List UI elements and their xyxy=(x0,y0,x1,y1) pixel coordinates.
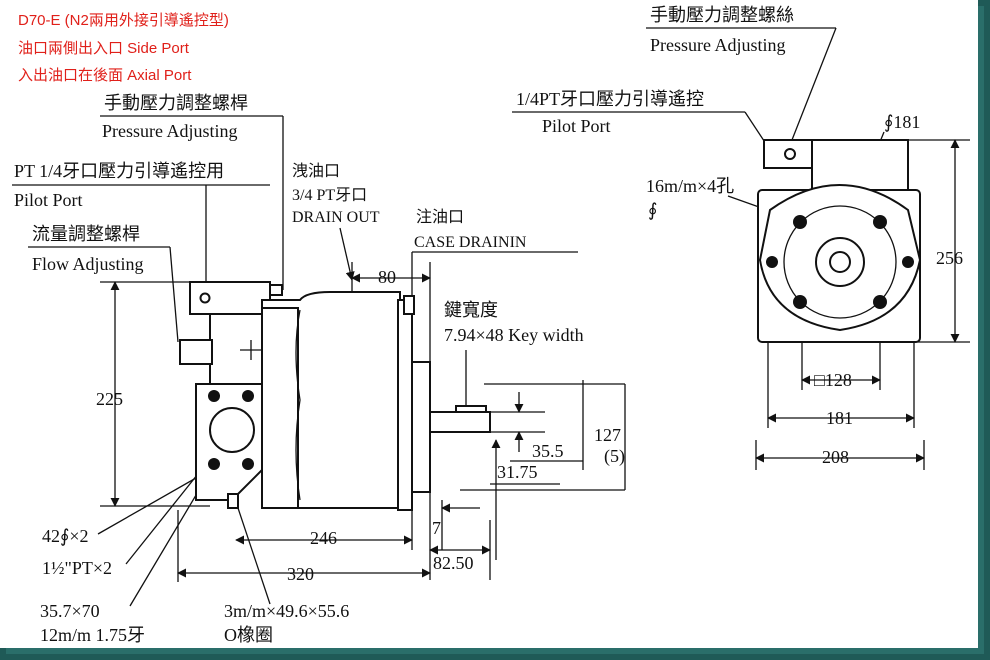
shaft xyxy=(429,411,491,433)
pump-drawing: D70-E (N2兩用外接引導遙控型) 油口兩側出入口 Side Port 入出… xyxy=(12,5,970,645)
bolt-hole-icon xyxy=(208,390,220,402)
drain-en: DRAIN OUT xyxy=(292,209,380,226)
dim-7: 7 xyxy=(432,518,441,538)
leader xyxy=(129,479,206,607)
bolt-hole-icon xyxy=(793,215,807,229)
bolt-hole-icon xyxy=(873,215,887,229)
r-dia-181: ∮181 xyxy=(884,112,920,132)
flow-adj-cn: 流量調整螺桿 xyxy=(32,224,140,244)
pilot-port-icon xyxy=(784,148,796,160)
r-holes: 16m/m×4孔 xyxy=(646,176,734,196)
dim-5: (5) xyxy=(604,446,625,467)
pt-ports-note: 1½"PT×2 xyxy=(42,558,112,578)
dim-82-50: 82.50 xyxy=(433,553,474,573)
dim-31-75: 31.75 xyxy=(497,462,538,482)
drain-plug xyxy=(403,295,415,315)
port-fitting xyxy=(227,493,239,509)
rear-cover xyxy=(261,307,299,509)
r-holes-sym: ∮ xyxy=(648,200,657,220)
dim-256: 256 xyxy=(936,248,963,268)
drain-size: 3/4 PT牙口 xyxy=(292,187,367,204)
dim-246: 246 xyxy=(310,528,337,548)
side-port-note: 油口兩側出入口 Side Port xyxy=(18,40,190,57)
bolt-hole-icon xyxy=(793,295,807,309)
case-drain-cn: 注油口 xyxy=(416,208,464,226)
flow-adj-knob xyxy=(179,339,213,365)
leader xyxy=(97,469,211,535)
dim-128: □128 xyxy=(814,370,852,390)
dim-181: 181 xyxy=(826,408,853,428)
pressure-adj-en: Pressure Adjusting xyxy=(102,121,238,141)
leader xyxy=(169,246,179,343)
flange-circle xyxy=(783,205,897,319)
dim-208: 208 xyxy=(822,447,849,467)
dim-225: 225 xyxy=(96,389,123,409)
pilot-port-en: Pilot Port xyxy=(14,190,83,210)
holes-note: 42∮×2 xyxy=(42,526,89,546)
flange-note: 35.7×70 xyxy=(40,601,100,621)
pressure-adj-cn: 手動壓力調整螺桿 xyxy=(104,93,248,113)
housing-contour xyxy=(295,309,301,501)
bolt-hole-icon xyxy=(873,295,887,309)
dim-80: 80 xyxy=(378,267,396,287)
drain-cn: 洩油口 xyxy=(292,162,340,180)
dim-320: 320 xyxy=(287,564,314,584)
oring-label: O橡圈 xyxy=(224,625,273,645)
bolt-hole-icon xyxy=(902,256,914,268)
pilot-port-cn: PT 1/4牙口壓力引導遙控用 xyxy=(14,161,224,181)
r-pilot-cn: 1/4PT牙口壓力引導遙控 xyxy=(516,89,704,109)
key-cn: 鍵寬度 xyxy=(444,300,498,320)
shaft-key xyxy=(455,405,487,413)
drawing-sheet: D70-E (N2兩用外接引導遙控型) 油口兩側出入口 Side Port 入出… xyxy=(0,0,978,648)
bolt-hole-icon xyxy=(766,256,778,268)
pump-front-view xyxy=(757,139,922,343)
thread-note: 12m/m 1.75牙 xyxy=(40,625,145,645)
mount-flange xyxy=(411,361,431,493)
dim-35-5: 35.5 xyxy=(532,441,564,461)
bolt-hole-icon xyxy=(242,458,254,470)
case-drain-en: CASE DRAININ xyxy=(414,234,527,251)
oring-size: 3m/m×49.6×55.6 xyxy=(224,601,349,621)
r-pressure-adj-en: Pressure Adjusting xyxy=(650,35,786,55)
adj-screw xyxy=(269,284,283,296)
r-pilot-en: Pilot Port xyxy=(542,116,611,136)
bolt-hole-icon xyxy=(242,390,254,402)
leader xyxy=(789,27,837,146)
front-flange xyxy=(397,299,413,511)
bolt-hole-icon xyxy=(208,458,220,470)
flow-adj-en: Flow Adjusting xyxy=(32,254,144,274)
axial-port-note: 入出油口在後面 Axial Port xyxy=(18,67,192,84)
pilot-port-icon xyxy=(199,292,211,304)
shaft-center xyxy=(829,251,851,273)
model-title: D70-E (N2兩用外接引導遙控型) xyxy=(18,12,229,29)
r-pressure-adj-cn: 手動壓力調整螺絲 xyxy=(650,5,794,25)
port-bore xyxy=(209,407,255,453)
pump-side-view xyxy=(179,281,491,511)
key-en: 7.94×48 Key width xyxy=(444,325,584,345)
leader xyxy=(339,227,355,281)
dim-127: 127 xyxy=(594,425,621,445)
